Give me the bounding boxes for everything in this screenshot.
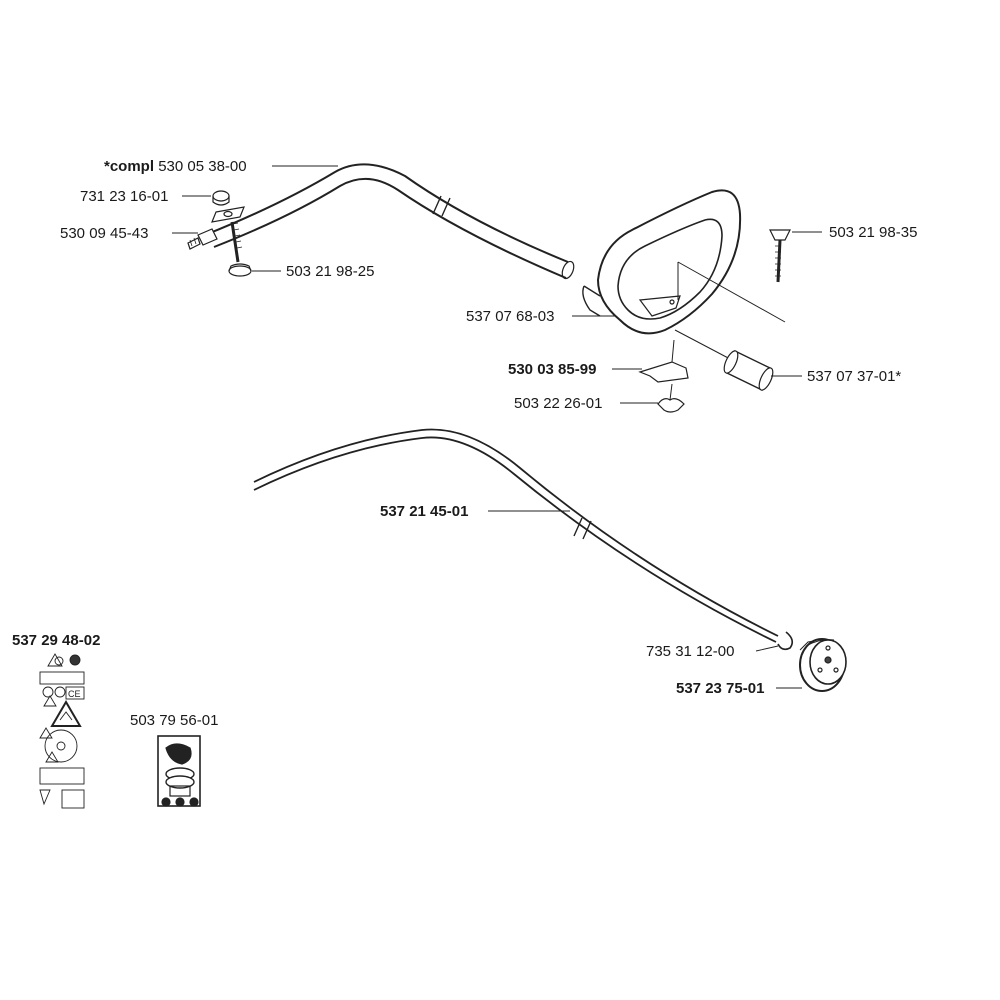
label-compl-prefix: *compl [104,158,155,175]
shaft-tube [204,163,575,280]
bolt-left [228,221,252,277]
label-decal-right: 503 79 56-01 [130,712,219,729]
label-circlip: 735 31 12-00 [646,643,735,660]
bolt-right [769,229,791,283]
label-handle: 537 07 68-03 [466,308,555,325]
label-clamp-bolt-left: 530 09 45-43 [60,225,149,242]
ce-mark: CE [68,689,81,699]
label-clutch-drum: 537 23 75-01 [676,680,765,697]
grip-tube [674,329,774,391]
label-decal-left: 537 29 48-02 [12,632,101,649]
clutch-drum [799,638,847,692]
circlip [777,631,794,651]
label-bolt-right: 503 21 98-35 [829,224,918,241]
label-bolt-left: 503 21 98-25 [286,263,375,280]
label-shaft-compl: *compl 530 05 38-00 [104,158,247,176]
drive-shaft [253,428,779,643]
label-shaft-compl-number: 530 05 38-00 [158,158,247,175]
decal-sheet-left [39,653,85,809]
leader-lines [172,165,822,689]
loop-handle [582,189,742,335]
wing-nut [657,383,685,413]
bracket [638,339,689,383]
label-grip: 537 07 37-01* [807,368,902,385]
decal-sheet-right [157,735,201,807]
label-bracket: 530 03 85-99 [508,361,597,378]
shaft-clamp [187,190,245,250]
label-wing-nut: 503 22 26-01 [514,395,603,412]
label-nut-top: 731 23 16-01 [80,188,169,205]
label-drive-shaft: 537 21 45-01 [380,503,469,520]
